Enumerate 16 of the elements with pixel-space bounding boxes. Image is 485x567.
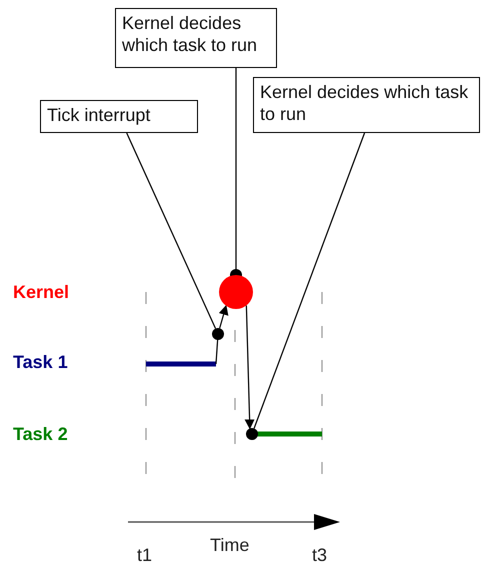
lane-label: Task 2 — [13, 424, 68, 445]
leader-line — [254, 132, 366, 429]
event-dot — [212, 328, 224, 340]
callout-box: Kernel decides which task to run — [115, 8, 277, 68]
axis-label: Time — [210, 535, 250, 556]
tick-label: t1 — [137, 545, 152, 566]
leader-line — [126, 132, 216, 329]
arrow — [218, 304, 228, 328]
lane-label: Task 1 — [13, 352, 68, 373]
lane-label: Kernel — [13, 282, 70, 303]
callout-box: Kernel decides which task to run — [253, 77, 480, 133]
callout-box: Tick interrupt — [40, 100, 198, 133]
arrow — [244, 305, 255, 430]
kernel-circle — [219, 275, 253, 309]
event-dot — [246, 428, 258, 440]
tick-label: t3 — [312, 545, 328, 566]
